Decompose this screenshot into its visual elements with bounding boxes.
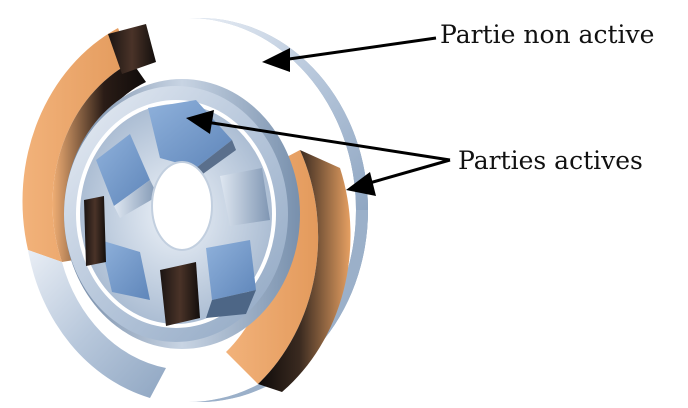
- label-non-active-part: Partie non active: [440, 22, 654, 47]
- magnet-lower-right: [206, 240, 256, 300]
- label-active-parts: Parties actives: [458, 148, 643, 173]
- magnet-bottom: [160, 262, 200, 326]
- arrow-non-active: [262, 38, 436, 72]
